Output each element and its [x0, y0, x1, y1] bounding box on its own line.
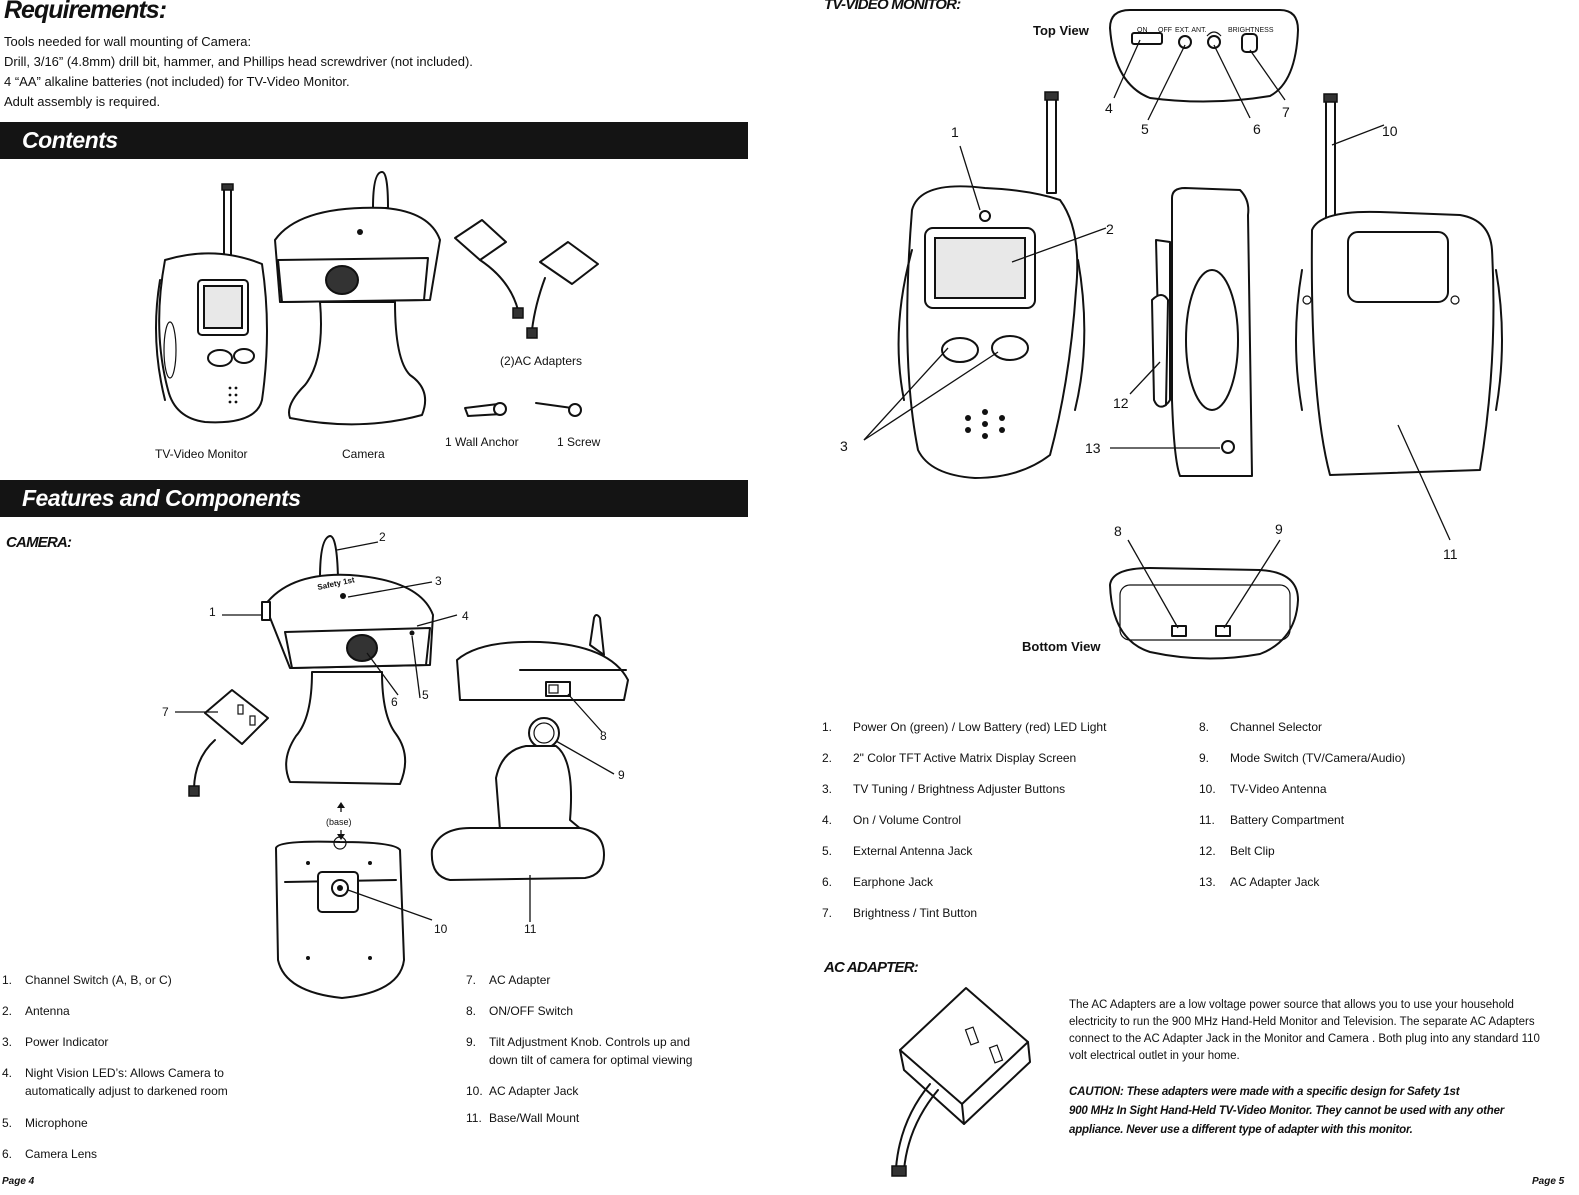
callout-mon-3: 3	[840, 438, 848, 454]
caution-line-2: 900 MHz In Sight Hand-Held TV-Video Moni…	[1069, 1105, 1505, 1136]
callout-mon-9: 9	[1275, 521, 1283, 537]
callout-mon-8: 8	[1114, 523, 1122, 539]
camera-features-illustration: Safety 1st	[175, 535, 629, 999]
callout-mon-6: 6	[1253, 121, 1261, 137]
camera-illustration	[274, 171, 441, 426]
callout-mon-10: 10	[1382, 123, 1398, 139]
requirements-line: Adult assembly is required.	[4, 94, 161, 109]
base-label: (base)	[326, 817, 352, 827]
callout-cam-1: 1	[209, 605, 216, 619]
callout-mon-13: 13	[1085, 440, 1101, 456]
contents-heading: Contents	[0, 122, 748, 159]
label-adapters: (2)AC Adapters	[500, 354, 583, 368]
requirements-title: Requirements:	[4, 0, 167, 24]
callout-mon-7: 7	[1282, 104, 1290, 120]
ac-adapter-caution: CAUTION: These adapters were made with a…	[1069, 1083, 1559, 1140]
top-panel-ext-ant: EXT. ANT.	[1175, 27, 1207, 34]
caution-line-1: CAUTION: These adapters were made with a…	[1069, 1086, 1460, 1098]
callout-mon-11: 11	[1443, 546, 1458, 562]
label-screw: 1 Screw	[557, 435, 601, 449]
callout-cam-6: 6	[391, 695, 398, 709]
ac-adapters-illustration	[454, 219, 599, 339]
ac-adapter-subtitle: AC ADAPTER:	[824, 959, 919, 976]
label-monitor: TV-Video Monitor	[155, 447, 248, 461]
callout-cam-9: 9	[618, 768, 625, 782]
callout-mon-5: 5	[1141, 121, 1149, 137]
top-panel-off: OFF	[1158, 27, 1172, 34]
top-panel-on: ON	[1137, 27, 1148, 34]
callout-cam-5: 5	[422, 688, 429, 702]
ac-adapter-description: The AC Adapters are a low voltage power …	[1069, 999, 1540, 1062]
requirements-line: 4 “AA” alkaline batteries (not included)…	[4, 74, 350, 89]
callout-mon-4: 4	[1105, 100, 1113, 116]
screw-illustration	[535, 402, 582, 417]
ac-adapter-illustration	[891, 987, 1031, 1177]
camera-subtitle: CAMERA:	[6, 534, 72, 551]
bottom-view-label: Bottom View	[1022, 639, 1101, 654]
callout-cam-7: 7	[162, 705, 169, 719]
list-item-continuation: down tilt of camera for optimal viewing	[489, 1053, 693, 1067]
callout-cam-10: 10	[434, 922, 448, 936]
callout-cam-3: 3	[435, 574, 442, 588]
label-camera: Camera	[342, 447, 385, 461]
callout-mon-2: 2	[1106, 221, 1114, 237]
requirements-text: Tools needed for wall mounting of Camera…	[4, 32, 473, 112]
callout-mon-12: 12	[1113, 395, 1129, 411]
page-number-left: Page 4	[2, 1176, 35, 1187]
monitor-illustration	[155, 183, 268, 424]
features-heading: Features and Components	[0, 480, 748, 517]
monitor-subtitle: TV-VIDEO MONITOR:	[824, 0, 961, 13]
callout-cam-2: 2	[379, 530, 386, 544]
top-view-label: Top View	[1033, 23, 1089, 38]
requirements-line: Drill, 3/16” (4.8mm) drill bit, hammer, …	[4, 54, 473, 69]
callout-cam-8: 8	[600, 729, 607, 743]
label-anchor: 1 Wall Anchor	[445, 435, 519, 449]
list-item-continuation: automatically adjust to darkened room	[25, 1084, 228, 1098]
page-number-right: Page 5	[1532, 1176, 1565, 1187]
callout-cam-4: 4	[462, 609, 469, 623]
top-panel-brightness: BRIGHTNESS	[1228, 27, 1274, 34]
requirements-line: Tools needed for wall mounting of Camera…	[4, 34, 252, 49]
callout-cam-11: 11	[524, 922, 537, 936]
wall-anchor-illustration	[464, 402, 507, 417]
contents-illustration	[155, 171, 599, 426]
monitor-illustration-set	[863, 9, 1503, 660]
callout-mon-1: 1	[951, 124, 959, 140]
